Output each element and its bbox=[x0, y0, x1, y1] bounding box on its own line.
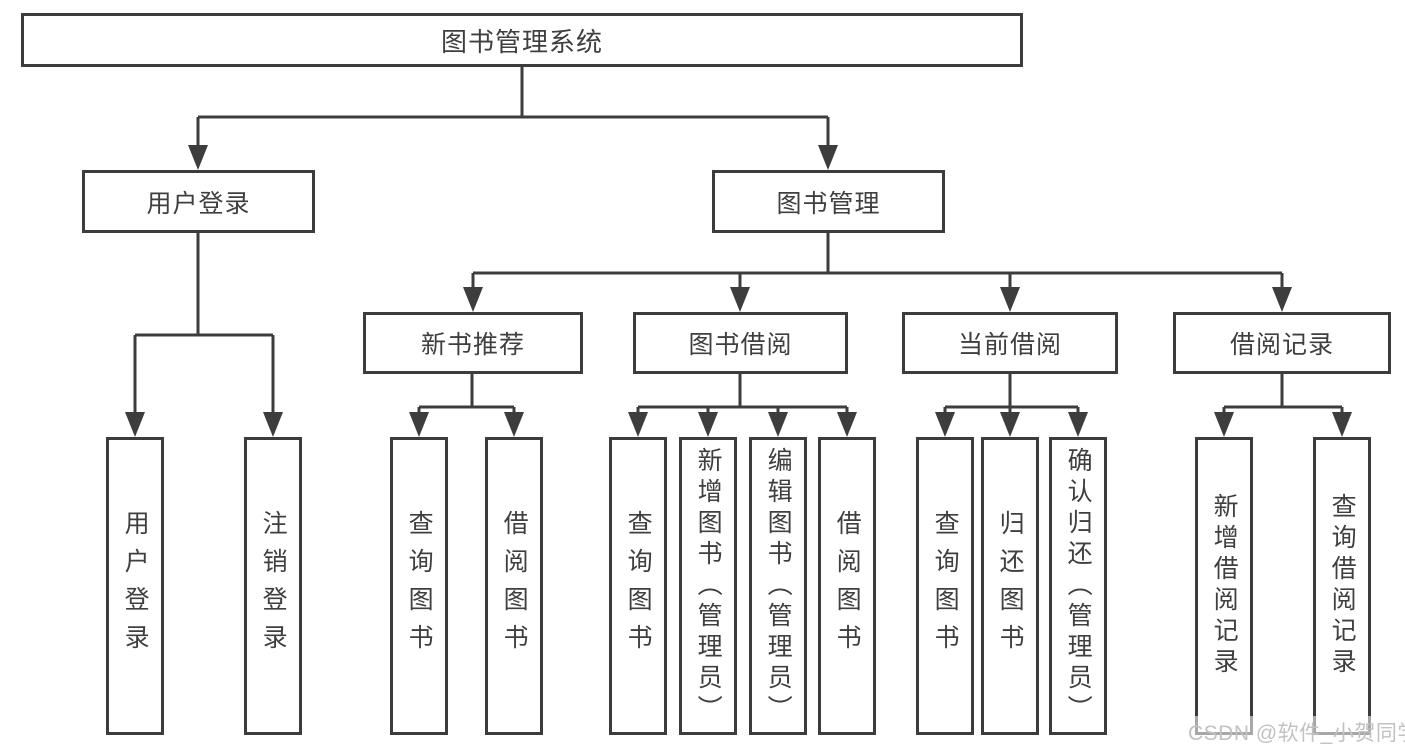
leaf-add-books-admin: 新增图书（管理员） bbox=[679, 437, 737, 735]
leaf-confirm-return-admin: 确认归还（管理员） bbox=[1049, 437, 1107, 735]
node-root: 图书管理系统 bbox=[21, 13, 1023, 67]
leaf-borrow-books-1-label: 借阅图书 bbox=[500, 510, 529, 662]
leaf-user-login: 用户登录 bbox=[106, 437, 164, 735]
node-book-borrowing: 图书借阅 bbox=[633, 312, 848, 374]
leaf-query-books-1: 查询图书 bbox=[390, 437, 448, 735]
leaf-user-login-label: 用户登录 bbox=[121, 510, 150, 662]
leaf-borrow-books-1: 借阅图书 bbox=[485, 437, 543, 735]
node-current-borrowing-label: 当前借阅 bbox=[957, 331, 1062, 359]
node-book-management: 图书管理 bbox=[712, 170, 945, 233]
watermark: CSDN @软件_小贺同学 bbox=[1185, 716, 1405, 747]
leaf-confirm-return-admin-label: 确认归还（管理员） bbox=[1064, 446, 1093, 726]
leaf-edit-books-admin-label: 编辑图书（管理员） bbox=[764, 446, 793, 726]
leaf-logout-label: 注销登录 bbox=[259, 510, 288, 662]
leaf-add-borrow-record-label: 新增借阅记录 bbox=[1210, 493, 1239, 679]
leaf-return-books: 归还图书 bbox=[981, 437, 1039, 735]
leaf-query-borrow-record-label: 查询借阅记录 bbox=[1328, 493, 1357, 679]
leaf-query-books-3: 查询图书 bbox=[916, 437, 974, 735]
leaf-add-borrow-record: 新增借阅记录 bbox=[1195, 437, 1253, 735]
node-book-management-label: 图书管理 bbox=[776, 189, 881, 218]
node-user-login: 用户登录 bbox=[82, 170, 315, 233]
node-root-label: 图书管理系统 bbox=[440, 26, 603, 57]
leaf-edit-books-admin: 编辑图书（管理员） bbox=[749, 437, 807, 735]
leaf-add-books-admin-label: 新增图书（管理员） bbox=[694, 446, 723, 726]
leaf-query-books-2-label: 查询图书 bbox=[624, 510, 653, 662]
node-borrowing-records: 借阅记录 bbox=[1173, 312, 1391, 374]
node-borrowing-records-label: 借阅记录 bbox=[1229, 331, 1334, 359]
leaf-query-books-1-label: 查询图书 bbox=[405, 510, 434, 662]
leaf-query-books-2: 查询图书 bbox=[609, 437, 667, 735]
node-current-borrowing: 当前借阅 bbox=[902, 312, 1118, 374]
node-new-book-recommend: 新书推荐 bbox=[363, 312, 583, 374]
node-user-login-label: 用户登录 bbox=[146, 189, 251, 218]
node-new-book-recommend-label: 新书推荐 bbox=[420, 331, 525, 359]
node-book-borrowing-label: 图书借阅 bbox=[688, 331, 793, 359]
leaf-query-borrow-record: 查询借阅记录 bbox=[1313, 437, 1371, 735]
leaf-logout: 注销登录 bbox=[244, 437, 302, 735]
leaf-return-books-label: 归还图书 bbox=[996, 510, 1025, 662]
leaf-borrow-books-2: 借阅图书 bbox=[818, 437, 876, 735]
leaf-borrow-books-2-label: 借阅图书 bbox=[833, 510, 862, 662]
arrowheads bbox=[125, 145, 1352, 437]
leaf-query-books-3-label: 查询图书 bbox=[931, 510, 960, 662]
